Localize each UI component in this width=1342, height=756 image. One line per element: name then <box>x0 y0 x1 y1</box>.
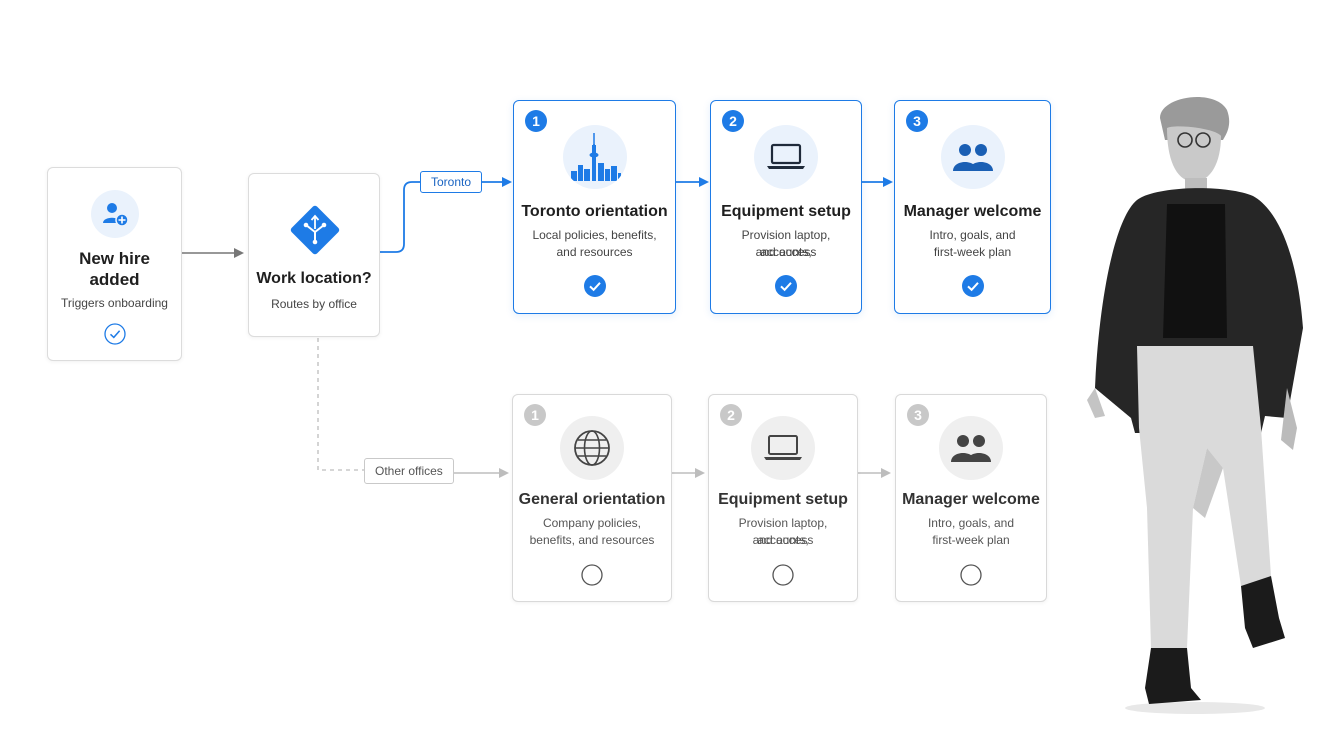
step-desc-line-1: Company policies, <box>542 516 642 530</box>
people-icon <box>940 125 1005 189</box>
step-title: Manager welcome <box>903 203 1042 220</box>
check-filled-icon <box>583 275 606 297</box>
globe-icon <box>560 416 624 480</box>
work-location-subtitle: Routes by office <box>271 297 357 311</box>
step-desc-line-2: and access <box>752 533 814 547</box>
step-desc-line-1: Local policies, benefits, <box>532 228 657 242</box>
empty-circle-icon <box>772 564 794 586</box>
step-number-badge: 1 <box>524 404 546 426</box>
step-title: Manager welcome <box>902 491 1040 508</box>
work-location-title: Work location? <box>256 270 372 287</box>
step-desc-line-1: Intro, goals, and <box>927 516 1015 530</box>
empty-circle-icon <box>581 564 603 586</box>
toronto-orientation-card[interactable]: 1 Toronto orientation Local policies, be… <box>513 100 676 314</box>
step-title: General orientation <box>518 491 666 508</box>
laptop-icon <box>751 416 815 480</box>
step-number-badge: 3 <box>907 404 929 426</box>
branch-diamond-icon <box>290 205 340 255</box>
step-title: Equipment setup <box>718 491 848 508</box>
equipment-setup-card[interactable]: 2 Equipment setup Provision laptop, acco… <box>710 100 862 314</box>
new-hire-card[interactable]: New hire added Triggers onboarding <box>47 167 182 361</box>
equipment-setup-pending-card[interactable]: 2 Equipment setup Provision laptop, acco… <box>708 394 858 602</box>
check-filled-icon <box>775 275 797 297</box>
step-desc-line-2: first-week plan <box>932 533 1010 547</box>
step-number-badge: 2 <box>722 110 744 132</box>
work-location-card[interactable]: Work location? Routes by office <box>248 173 380 337</box>
other-offices-branch-label: Other offices <box>364 458 454 484</box>
add-user-icon <box>90 190 139 238</box>
person-walking-photo <box>1087 96 1303 714</box>
step-desc-line-2: and resources <box>556 245 633 259</box>
step-desc-line-2: first-week plan <box>933 245 1012 259</box>
step-desc-line-2: benefits, and resources <box>529 533 655 547</box>
step-desc-line-2: and access <box>755 245 817 259</box>
step-desc-line-1: Intro, goals, and <box>929 228 1016 242</box>
toronto-branch-label: Toronto <box>420 171 483 193</box>
check-outline-icon <box>103 323 126 345</box>
step-title: Equipment setup <box>721 203 851 220</box>
laptop-icon <box>754 125 818 189</box>
step-desc-line-1: Provision laptop, accounts, <box>738 516 828 547</box>
step-number-badge: 3 <box>906 110 928 132</box>
connector-decision-to-other <box>317 338 365 471</box>
new-hire-subtitle: Triggers onboarding <box>61 296 168 310</box>
manager-welcome-pending-card[interactable]: 3 Manager welcome Intro, goals, and firs… <box>895 394 1047 602</box>
manager-welcome-card[interactable]: 3 Manager welcome Intro, goals, and firs… <box>894 100 1051 314</box>
empty-circle-icon <box>960 564 982 586</box>
step-desc-line-1: Provision laptop, accounts, <box>741 228 831 259</box>
step-number-badge: 2 <box>720 404 742 426</box>
general-orientation-card[interactable]: 1 General orientation Company policies, … <box>512 394 672 602</box>
step-title: Toronto orientation <box>521 203 668 220</box>
check-filled-icon <box>961 275 984 297</box>
toronto-skyline-icon <box>562 125 627 189</box>
people-icon <box>939 416 1003 480</box>
step-number-badge: 1 <box>525 110 547 132</box>
new-hire-title: New hire added <box>79 249 150 289</box>
connector-decision-to-toronto <box>380 181 420 253</box>
